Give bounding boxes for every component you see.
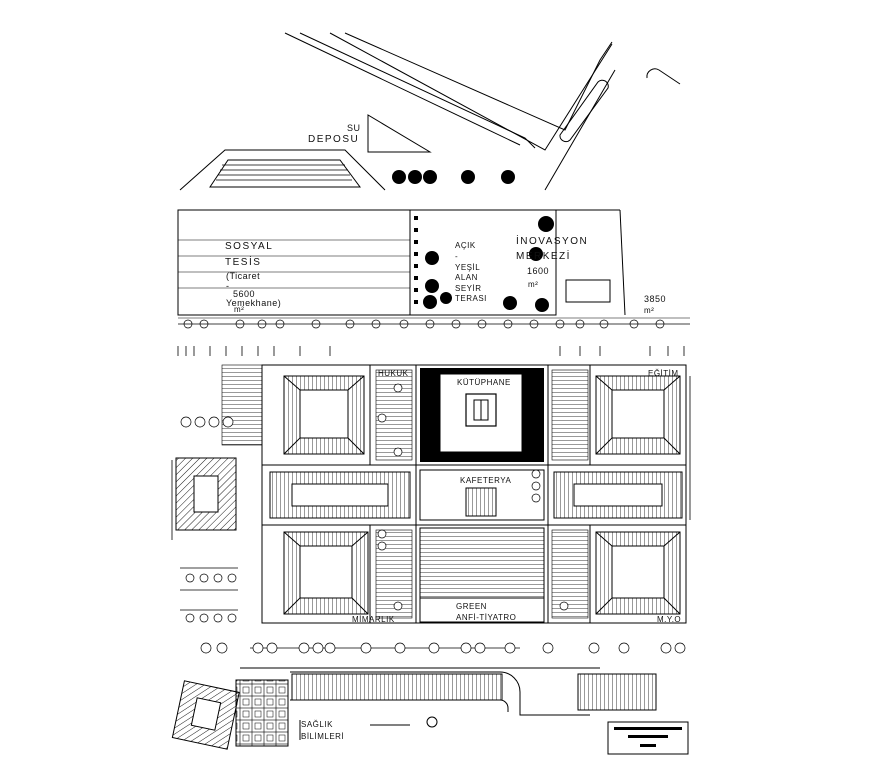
label-m2-3: m² bbox=[644, 306, 655, 315]
lower-tree-row bbox=[200, 642, 686, 654]
label-saglik: SAĞLIK bbox=[301, 720, 333, 729]
label-acik: AÇIK bbox=[455, 241, 476, 250]
label-hukuk: HUKUK bbox=[378, 369, 409, 378]
label-sosyal: SOSYAL bbox=[225, 241, 274, 252]
label-egitim: EĞİTİM bbox=[648, 369, 679, 378]
roof-block-mid-right bbox=[553, 471, 683, 519]
label-anfi-tiyatro: ANFİ-TİYATRO bbox=[456, 613, 517, 622]
label-bilimleri: BİLİMLERİ bbox=[301, 732, 345, 741]
label-su: SU bbox=[347, 123, 361, 133]
label-mimarlik: MİMARLIK bbox=[352, 615, 395, 624]
label-terasi: TERASI bbox=[455, 294, 487, 303]
cafeteria-block bbox=[419, 469, 545, 521]
top-roads bbox=[179, 32, 681, 191]
label-deposu: DEPOSU bbox=[308, 134, 360, 145]
roof-block-west bbox=[175, 457, 237, 531]
label-kutuphane: KÜTÜPHANE bbox=[455, 378, 513, 388]
label-area-5600: 5600 bbox=[233, 289, 256, 299]
label-dash-2: - bbox=[455, 252, 459, 261]
label-yemekhane: Yemekhane) bbox=[226, 298, 282, 308]
label-alan: ALAN bbox=[455, 273, 478, 282]
label-kafeterya: KAFETERYA bbox=[460, 476, 512, 485]
label-seyir: SEYİR bbox=[455, 284, 482, 293]
label-dash-1: - bbox=[226, 281, 230, 291]
label-yesil: YEŞİL bbox=[455, 263, 481, 272]
social-building-roof-lines bbox=[216, 164, 352, 181]
tick-row bbox=[177, 346, 685, 356]
label-area-1600: 1600 bbox=[527, 266, 550, 276]
roof-block-myo bbox=[595, 531, 681, 615]
roof-block-egitim bbox=[595, 375, 681, 455]
label-m2-2: m² bbox=[528, 280, 539, 289]
label-myo: M.Y.O bbox=[657, 615, 682, 624]
bottom-buildings bbox=[171, 673, 657, 750]
label-inovasyon: İNOVASYON bbox=[516, 236, 589, 247]
tree-row-top bbox=[392, 170, 515, 184]
trees-upper-band bbox=[423, 216, 554, 312]
upper-band bbox=[177, 209, 690, 319]
roof-block-mid-left bbox=[269, 471, 411, 519]
label-m2-1: m² bbox=[234, 305, 245, 314]
roof-block-mimarlik bbox=[283, 531, 369, 615]
label-ticaret: (Ticaret bbox=[226, 271, 261, 281]
title-block bbox=[607, 721, 689, 755]
water-depot-triangle bbox=[367, 114, 432, 153]
amphitheatre bbox=[419, 527, 545, 623]
campus-outline bbox=[261, 364, 687, 624]
label-merkezi: MERKEZİ bbox=[516, 251, 571, 262]
side-fences bbox=[171, 376, 691, 611]
label-tesis: TESİS bbox=[225, 257, 262, 268]
roof-block-hukuk bbox=[283, 375, 365, 455]
upper-band-steps bbox=[414, 216, 418, 304]
fence-posts-row-1 bbox=[178, 319, 690, 329]
tree-circles-small bbox=[180, 383, 569, 623]
label-area-3850: 3850 bbox=[644, 294, 667, 304]
label-green: GREEN bbox=[456, 602, 487, 611]
